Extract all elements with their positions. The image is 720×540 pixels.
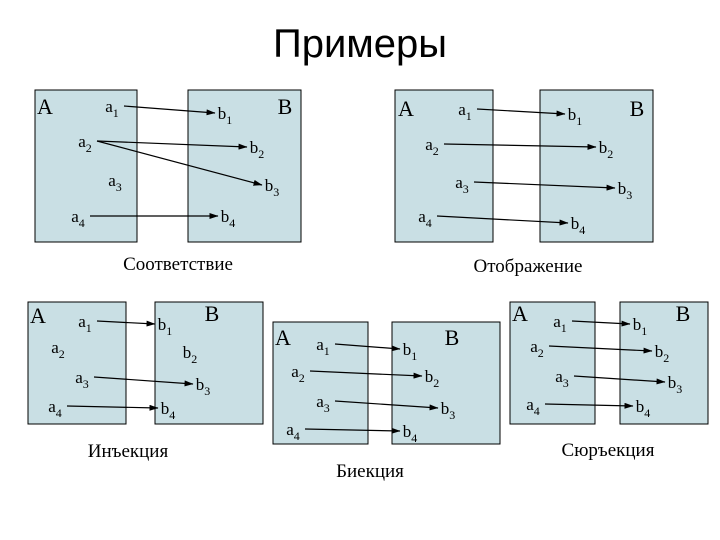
set-b-label: B [445,325,460,350]
mapping-arrow [96,140,248,150]
element-a-1: a1 [458,100,472,123]
element-b-4: b4 [221,207,236,230]
mapping-arrow [334,343,401,352]
set-a-label: A [398,96,414,121]
element-a-2: a2 [78,132,92,155]
element-a-4: a4 [286,420,300,443]
element-b-4: b4 [403,422,418,445]
element-b-4: b4 [636,397,651,420]
element-a-3: a3 [75,368,89,391]
set-a-label: A [30,303,46,328]
element-b-2: b2 [183,343,198,366]
element-b-2: b2 [425,367,440,390]
element-a-3: a3 [555,367,569,390]
mapping-arrow [96,140,263,186]
element-a-2: a2 [530,337,544,360]
set-a-label: A [37,94,53,119]
element-b-1: b1 [158,315,173,338]
element-a-3: a3 [108,171,122,194]
diagram-caption: Сюръекция [562,440,655,461]
set-a-label: A [512,301,528,326]
mapping-arrow [309,370,423,379]
element-b-4: b4 [571,214,586,237]
element-a-1: a1 [316,335,330,358]
set-a-box [34,89,138,243]
mapping-arrow [96,320,156,327]
set-a-box [272,321,369,445]
set-b-box [619,301,709,425]
set-b-label: B [205,301,220,326]
set-b-label: B [278,94,293,119]
mapping-arrow [436,215,569,226]
set-b-box [154,301,264,425]
element-b-3: b3 [265,176,280,199]
element-b-2: b2 [599,138,614,161]
element-a-4: a4 [48,397,62,420]
element-a-1: a1 [105,97,119,120]
element-b-1: b1 [218,104,233,127]
element-a-1: a1 [553,312,567,335]
element-b-3: b3 [668,373,683,396]
mapping-arrow [544,402,634,409]
element-b-3: b3 [196,375,211,398]
mapping-arrow [443,143,597,150]
element-b-3: b3 [618,179,633,202]
element-a-2: a2 [51,338,65,361]
element-a-4: a4 [71,207,85,230]
element-a-3: a3 [316,392,330,415]
element-a-4: a4 [526,395,540,418]
mapping-arrow [304,427,401,434]
set-b-box [187,89,302,243]
diagram-caption: Отображение [474,256,583,277]
element-a-4: a4 [418,207,432,230]
set-b-box [391,321,501,445]
set-a-label: A [275,325,291,350]
element-b-4: b4 [161,399,176,422]
element-a-2: a2 [291,362,305,385]
mapping-arrow [93,376,194,387]
element-b-1: b1 [403,340,418,363]
element-b-1: b1 [633,315,648,338]
diagram-caption: Биекция [336,461,404,482]
page-title: Примеры [272,22,448,66]
element-b-3: b3 [441,399,456,422]
element-a-2: a2 [425,135,439,158]
element-a-3: a3 [455,173,469,196]
set-b-label: B [630,96,645,121]
diagram-caption: Соответствие [123,254,233,275]
mapping-arrow [548,345,653,354]
element-b-1: b1 [568,105,583,128]
element-b-2: b2 [655,342,670,365]
mapping-arrow [473,181,616,191]
mapping-arrow [334,400,439,411]
element-b-2: b2 [250,138,265,161]
element-a-1: a1 [78,312,92,335]
diagram-caption: Инъекция [88,441,169,462]
mapping-arrow [123,105,216,116]
mapping-arrow [476,108,566,117]
set-b-label: B [676,301,691,326]
mapping-arrow [571,320,631,327]
set-a-box [27,301,127,425]
mapping-arrow [66,404,159,411]
mapping-arrow [573,375,666,385]
